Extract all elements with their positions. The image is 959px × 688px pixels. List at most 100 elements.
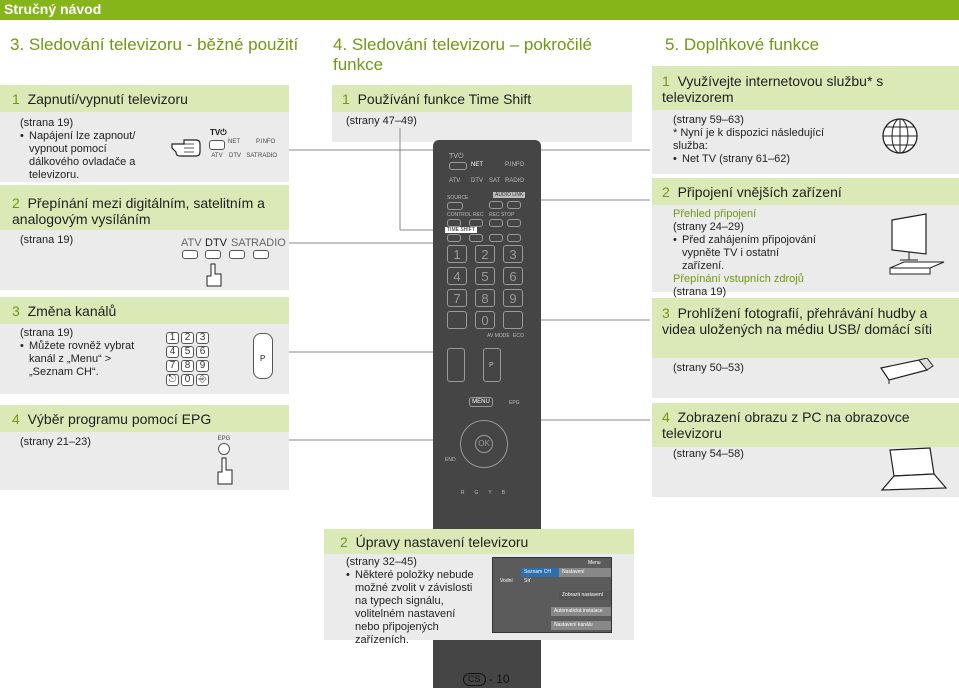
rec-key[interactable] [469,219,483,227]
numpad-key[interactable]: 3 [196,332,209,344]
numpad-key[interactable]: 7 [166,360,179,372]
tv-label: TV⏻ [449,153,464,160]
numpad-key[interactable]: 8 [181,360,194,372]
bullet-text: Napájení lze zapnout/ vypnout pomocí dál… [20,130,140,182]
audio-link-label: AUDIO LINK [493,192,526,198]
source-key[interactable] [447,202,463,210]
section-number: 3 [12,303,20,319]
radio-key[interactable] [253,250,269,259]
remote-digit-key[interactable] [503,311,523,329]
radio-label: RADIO [505,178,525,184]
section-external-heading: 2 Připojení vnějších zařízení [662,184,842,200]
section-title: Výběr programu pomocí EPG [27,411,212,427]
section-bar-internet [652,66,959,110]
dtv-key-label: DTV [229,153,241,159]
page-ref: (strany 50–53) [673,362,744,374]
page-ref: (strana 19) [673,286,727,298]
forward-key[interactable] [507,201,521,209]
tv-power-label: TV⏻ [210,128,227,137]
time-shift-key[interactable] [447,234,461,242]
remote-digit-key[interactable]: 2 [475,245,495,263]
epg-key[interactable] [218,443,230,455]
back-key[interactable] [507,234,521,242]
pause-key[interactable] [489,234,503,242]
numpad-key[interactable]: 9 [196,360,209,372]
menu-item: Automatická instalace [551,607,611,616]
remote-digit-key[interactable]: 5 [475,267,495,285]
numpad-key[interactable]: 4 [166,346,179,358]
numpad-key[interactable]: 6 [196,346,209,358]
section-title: Zapnutí/vypnutí televizoru [27,91,188,107]
section-epg-heading: 4 Výběr programu pomocí EPG [12,411,211,427]
control-key[interactable] [447,219,461,227]
sat-key[interactable] [229,250,245,259]
remote-digit-key[interactable]: 4 [447,267,467,285]
rewind-key[interactable] [489,201,503,209]
pointing-finger-icon [206,263,222,287]
tv-and-player-icon [889,213,945,275]
remote-digit-key[interactable]: 6 [503,267,523,285]
section-title: Využívejte internetovou službu* s televi… [662,73,884,105]
dtv-label: DTV [205,237,227,249]
remote-digit-key[interactable]: 1 [447,245,467,263]
section-number: 2 [340,534,348,550]
menu-toggle-left: Vodní [500,578,513,584]
section-channels-heading: 3 Změna kanálů [12,303,116,319]
section-settings-heading: 2 Úpravy nastavení televizoru [340,534,528,550]
navigation-ring[interactable] [460,420,508,468]
subheading: Přepínání vstupních zdrojů [673,273,804,285]
atv-key[interactable] [182,250,198,259]
section-settings-text: (strany 32–45) Některé položky nebude mo… [346,556,476,647]
page-ref: (strany 32–45) [346,556,417,568]
section-number: 2 [662,184,670,200]
section-number: 4 [12,411,20,427]
section-power-text: (strana 19) Napájení lze zapnout/ vypnou… [20,117,140,182]
section-number: 1 [342,91,350,107]
remote-digit-key[interactable]: 8 [475,289,495,307]
channel-rocker[interactable] [253,333,273,379]
numpad-key[interactable]: ⎆ [196,374,209,386]
section-number: 3 [662,305,670,321]
pointing-finger-icon [217,457,233,485]
remote-digit-key[interactable]: 3 [503,245,523,263]
menu-item: Seznam CH [521,568,579,577]
col2-title: 4. Sledování televizoru – pokročilé funk… [333,35,592,74]
page-ref: (strany 47–49) [346,115,417,127]
numpad-key[interactable]: 2 [181,332,194,344]
menu-key[interactable]: MENU [469,397,493,407]
section-bar-external [652,178,959,205]
play-key[interactable] [469,234,483,242]
ok-key[interactable]: OK [475,435,493,453]
remote-digit-key[interactable]: 0 [475,311,495,329]
rec-stop-key[interactable] [489,219,503,227]
section-timeshift-heading: 1 Používání funkce Time Shift [342,91,531,107]
section-epg-card [0,432,289,490]
numpad-key[interactable]: 1 [166,332,179,344]
dtv-key[interactable] [205,250,221,259]
page-ref: (strany 59–63) [673,114,744,126]
numpad-key[interactable]: 5 [181,346,194,358]
tv-power-key[interactable] [209,140,225,150]
channel-rocker[interactable] [483,348,501,382]
dtv-label: DTV [471,178,483,184]
pinfo-key-label: P.INFO [256,139,276,145]
remote-digit-key[interactable]: 9 [503,289,523,307]
remote-digit-key[interactable] [447,311,467,329]
epg-key-label: EPG [217,436,231,442]
remote-digit-key[interactable]: 7 [447,289,467,307]
net-key-label: NET [228,139,240,145]
end-label: END [445,457,456,463]
tv-power-key[interactable] [449,162,467,170]
radio-label: RADIO [251,237,286,249]
volume-rocker[interactable] [447,348,465,382]
numpad-key[interactable]: 0 [181,374,194,386]
rec-stop-label: REC STOP [489,212,515,218]
numpad-key[interactable]: ⎋ [166,374,179,386]
section-sources-heading: 2 Přepínání mezi digitálním, satelitním … [12,195,287,227]
section-title: Připojení vnějších zařízení [677,184,842,200]
language-badge: CS [463,673,486,686]
section-channels-text: (strana 19) Můžete rovněž vybrat kanál z… [20,327,140,379]
pinfo-label: P.INFO [505,162,525,168]
stop-key[interactable] [507,219,521,227]
